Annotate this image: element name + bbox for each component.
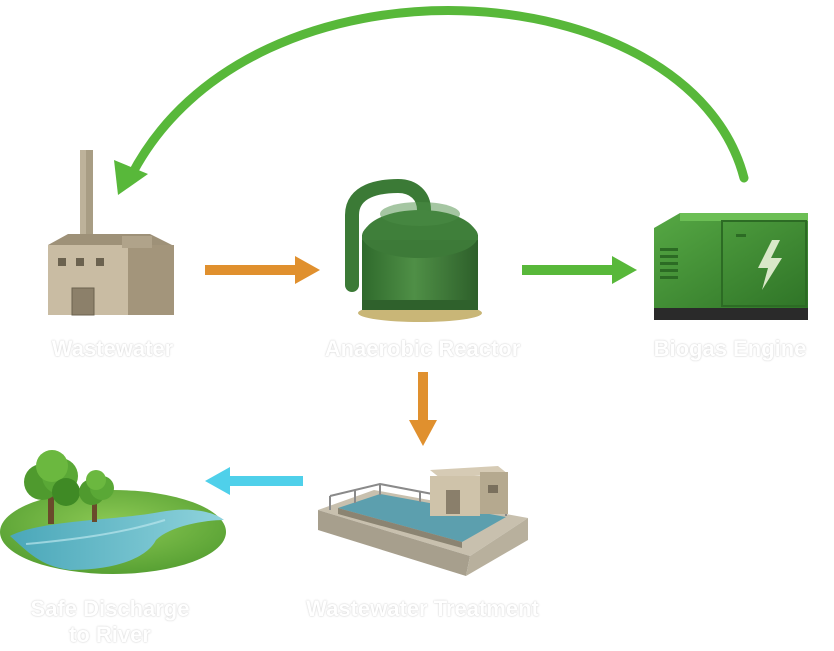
treatment-basin-icon (318, 466, 528, 576)
river-landscape-icon (0, 450, 226, 574)
lightning-bolt-icon (758, 240, 782, 290)
arrow-factory-to-reactor (205, 256, 320, 284)
reactor-tank-icon (345, 178, 482, 322)
feedback-arrow (114, 6, 749, 195)
river-label-line1: Safe Discharge (30, 596, 190, 621)
river-label: Safe Discharge to River (0, 596, 220, 648)
tree (79, 470, 114, 522)
reactor-label: Anaerobic Reactor (324, 336, 521, 361)
tree (24, 450, 80, 524)
arrow-treatment-to-river (205, 467, 303, 495)
factory-label: Wastewater (51, 336, 174, 361)
arrow-reactor-to-treatment (409, 372, 437, 446)
generator-icon (654, 213, 808, 320)
treatment-label: Wastewater Treatment (306, 596, 539, 621)
river-label-line2: to River (69, 622, 151, 647)
vent (660, 248, 678, 279)
engine-label: Biogas Engine (653, 336, 807, 361)
factory-icon (48, 150, 174, 316)
arrow-reactor-to-engine (522, 256, 637, 284)
